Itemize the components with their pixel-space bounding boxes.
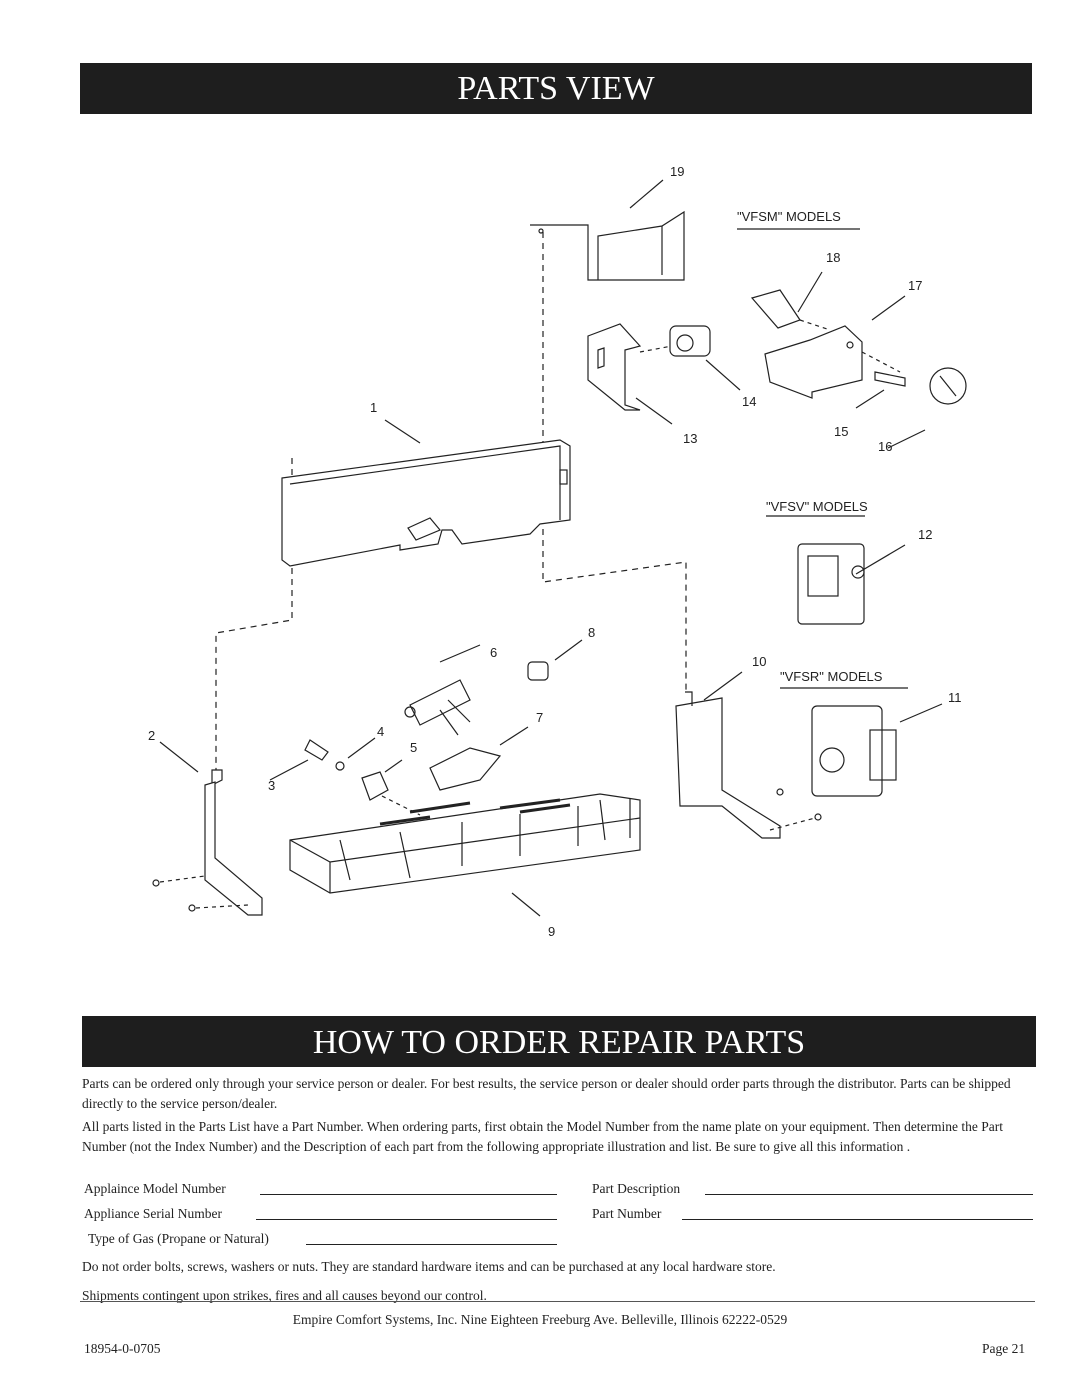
callout-14: 14: [742, 394, 756, 409]
callout-4: 4: [377, 724, 384, 739]
part-13-bracket: [587, 323, 673, 411]
callout-3: 3: [268, 778, 275, 793]
callout-10: 10: [752, 654, 766, 669]
footer-rule: [80, 1301, 1035, 1302]
callout-2: 2: [148, 728, 155, 743]
callout-9: 9: [548, 924, 555, 939]
part-8-fitting: [527, 661, 549, 681]
field-line-part-description: [705, 1194, 1033, 1195]
callout-1: 1: [370, 400, 377, 415]
callout-11: 11: [948, 690, 962, 705]
field-label-part-number: Part Number: [592, 1206, 662, 1221]
part-17-bracket: [764, 325, 901, 399]
field-line-part-number: [682, 1219, 1033, 1220]
order-paragraph-2: All parts listed in the Parts List have …: [82, 1119, 1004, 1154]
callout-15: 15: [834, 424, 848, 439]
part-9-burner-tray: [289, 793, 641, 894]
field-label-model-number: Applaince Model Number: [84, 1181, 226, 1196]
field-label-part-description: Part Description: [592, 1181, 681, 1196]
model-label-vfsm: "VFSM" MODELS: [737, 209, 841, 224]
parts-view-header: PARTS VIEW: [80, 63, 1032, 114]
order-parts-header: HOW TO ORDER REPAIR PARTS: [82, 1016, 1036, 1067]
callout-5: 5: [410, 740, 417, 755]
order-paragraph-3: Do not order bolts, screws, washers or n…: [82, 1259, 776, 1274]
footer-page-number: Page 21: [982, 1341, 1026, 1356]
callout-6: 6: [490, 645, 497, 660]
footer-doc-number: 18954-0-0705: [84, 1341, 161, 1356]
part-1-panel: [281, 439, 571, 567]
callout-19: 19: [670, 164, 684, 179]
callout-18: 18: [826, 250, 840, 265]
part-12-gas-valve: [797, 543, 865, 625]
part-7-shield: [429, 747, 502, 791]
part-11-gas-valve: [811, 705, 897, 797]
callout-7: 7: [536, 710, 543, 725]
order-paragraph-1: Parts can be ordered only through your s…: [82, 1076, 1011, 1111]
part-10-bracket: [675, 691, 822, 839]
model-label-vfsv: "VFSV" MODELS: [766, 499, 868, 514]
callout-13: 13: [683, 431, 697, 446]
part-16-knob: [929, 367, 967, 405]
order-paragraph-4: Shipments contingent upon strikes, fires…: [82, 1288, 487, 1303]
model-label-vfsr: "VFSR" MODELS: [780, 669, 883, 684]
field-line-gas-type: [306, 1244, 557, 1245]
parts-exploded-diagram: 19 "VFSM" MODELS 18 17 1 14 13 15 16 "VF…: [148, 164, 967, 939]
callout-12: 12: [918, 527, 932, 542]
callout-17: 17: [908, 278, 922, 293]
callout-8: 8: [588, 625, 595, 640]
footer-company: Empire Comfort Systems, Inc. Nine Eighte…: [292, 1312, 788, 1327]
field-line-model-number: [260, 1194, 557, 1195]
part-18-fitting: [750, 289, 831, 331]
part-2-bracket: [152, 769, 263, 916]
field-line-serial-number: [256, 1219, 557, 1220]
part-6-pilot: [404, 679, 471, 736]
part-15-stem: [874, 371, 906, 387]
part-19-bracket: [530, 210, 685, 281]
parts-3-4-5: [304, 739, 421, 816]
part-14-valve: [669, 325, 711, 357]
field-label-serial-number: Appliance Serial Number: [84, 1206, 222, 1221]
field-label-gas-type: Type of Gas (Propane or Natural): [88, 1231, 269, 1246]
callout-16: 16: [878, 439, 892, 454]
